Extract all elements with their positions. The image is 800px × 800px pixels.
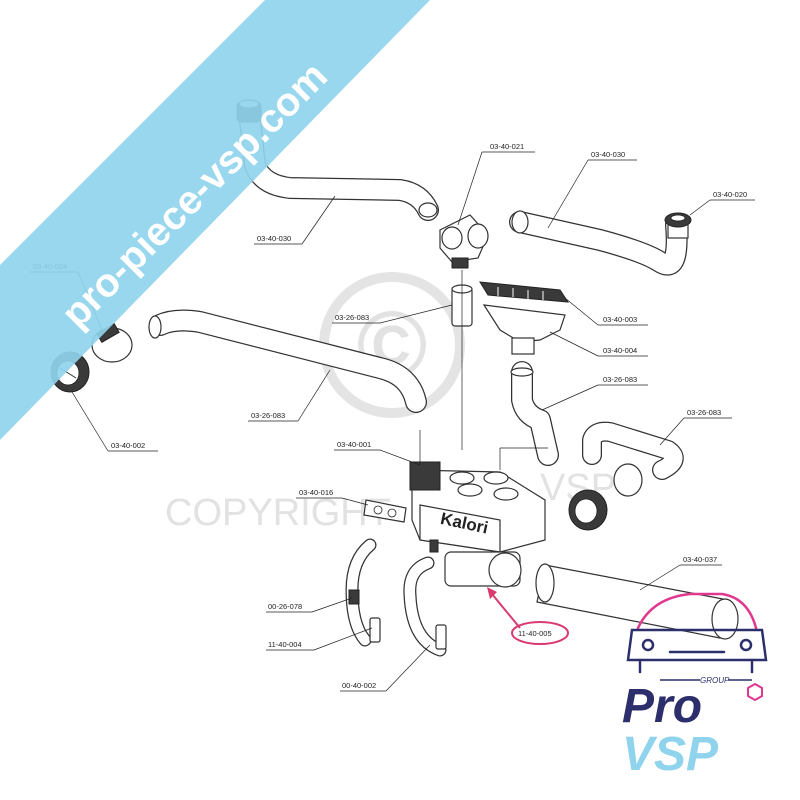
hose-11-40-005 bbox=[403, 556, 447, 657]
callout-03-40-001: 03-40-001 bbox=[337, 440, 371, 449]
callout-03-40-016: 03-40-016 bbox=[299, 488, 333, 497]
duct-03-26-083-left bbox=[148, 309, 427, 413]
callout-03-40-030-left: 03-40-030 bbox=[257, 234, 291, 243]
callout-00-26-078: 00-26-078 bbox=[268, 602, 302, 611]
callout-03-40-003: 03-40-003 bbox=[603, 315, 637, 324]
outlet-03-40-024 bbox=[91, 322, 133, 363]
vent-housing-03-40-004 bbox=[482, 304, 566, 355]
provsp-logo: GROUP Pro VSP bbox=[622, 592, 768, 781]
callout-03-40-030-right: 03-40-030 bbox=[591, 150, 625, 159]
y-junction-03-40-021 bbox=[439, 214, 489, 269]
outlet-03-40-020 bbox=[664, 212, 692, 239]
hex-nut-icon bbox=[747, 682, 763, 702]
callout-03-26-083-right: 03-26-083 bbox=[687, 408, 721, 417]
callout-00-40-002: 11-40-005 bbox=[518, 629, 552, 638]
logo-vsp-text: VSP bbox=[622, 728, 719, 781]
callout-03-26-083-left: 03-26-083 bbox=[251, 411, 285, 420]
connector-03-40-016 bbox=[363, 499, 407, 523]
callout-03-40-037: 03-40-037 bbox=[683, 555, 717, 564]
duct-03-26-083-right bbox=[582, 421, 684, 497]
callout-11-40-004: 11-40-004 bbox=[268, 640, 302, 649]
callout-03-40-021: 03-40-021 bbox=[490, 142, 524, 151]
callout-03-40-004: 03-40-004 bbox=[603, 346, 637, 355]
heater-03-40-001: Kalori bbox=[409, 461, 546, 588]
hose-00-26-078 bbox=[345, 538, 377, 647]
logo-group-text: GROUP bbox=[700, 676, 730, 685]
copyright-text: COPYRIGHT bbox=[165, 492, 391, 534]
callout-03-40-002: 03-40-002 bbox=[111, 441, 145, 450]
vent-03-40-003 bbox=[479, 281, 569, 303]
hose-03-26-083-curved bbox=[510, 361, 559, 466]
highlight-00-40-002: 11-40-005 bbox=[487, 587, 569, 645]
outlet-03-40-002-right bbox=[568, 489, 608, 531]
leader-lines bbox=[30, 151, 755, 692]
callout-03-26-083-curved: 03-26-083 bbox=[603, 375, 637, 384]
hose-11-40-004 bbox=[369, 617, 381, 643]
duct-03-40-030-right bbox=[509, 210, 688, 276]
car-outline-icon bbox=[626, 592, 768, 674]
callout-03-26-083-center: 03-26-083 bbox=[335, 313, 369, 322]
callout-03-40-020: 03-40-020 bbox=[713, 190, 747, 199]
callout-11-40-005: 00-40-002 bbox=[342, 681, 376, 690]
logo-pro-text: Pro bbox=[622, 680, 702, 733]
